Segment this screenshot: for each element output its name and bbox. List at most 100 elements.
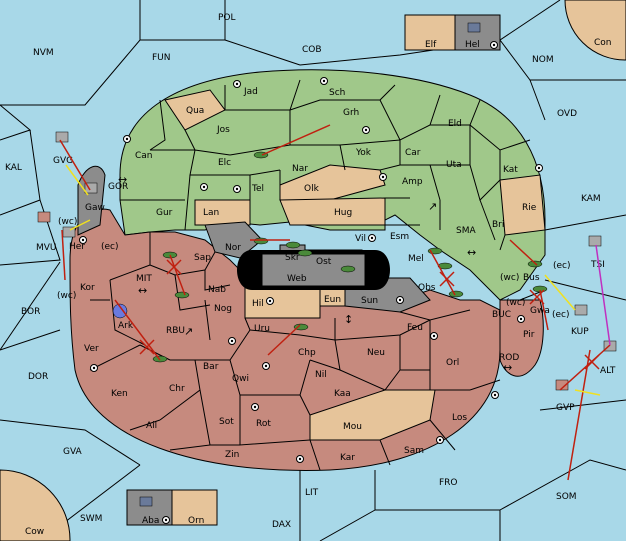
region-central-island[interactable] — [261, 253, 366, 287]
label-pol: POL — [218, 13, 236, 23]
label-kor: Kor — [80, 283, 95, 293]
army-unit-icon — [174, 291, 190, 299]
move-order-arrow — [169, 254, 186, 296]
label-gvg: GVG — [53, 156, 73, 166]
move-order-arrow — [559, 344, 611, 391]
label-elf: Elf — [425, 40, 437, 50]
move-order-arrow — [567, 349, 591, 481]
label-pir: Pir — [523, 330, 535, 340]
army-unit-icon — [112, 303, 128, 319]
label-esm: Esm — [390, 232, 409, 242]
fleet-unit-icon — [555, 379, 569, 391]
label-kam: KAM — [581, 194, 601, 204]
move-order-arrow — [509, 239, 538, 266]
region-orn[interactable] — [171, 489, 218, 526]
supply-center — [296, 455, 304, 463]
label-sam: Sam — [404, 446, 424, 456]
orders — [59, 124, 611, 481]
fleet-unit-icon — [588, 235, 602, 247]
label-wc2: (wc) — [500, 273, 519, 283]
label-car: Car — [405, 148, 421, 158]
label-eld: Eld — [448, 119, 462, 129]
label-feu: Feu — [407, 323, 423, 333]
label-nor: Nor — [225, 243, 241, 253]
label-mou: Mou — [343, 422, 362, 432]
label-orn: Orn — [188, 516, 204, 526]
label-los: Los — [452, 413, 467, 423]
label-bor: BOR — [21, 307, 40, 317]
region-rie[interactable] — [499, 174, 546, 236]
label-qwi: Qwi — [232, 374, 249, 384]
label-wc1: (wc) — [58, 217, 77, 227]
double-arrow-icon: ↕ — [344, 313, 353, 326]
move-order-arrow — [61, 229, 66, 281]
supply-center — [490, 41, 498, 49]
label-ver: Ver — [84, 344, 99, 354]
fleet-unit-icon — [62, 226, 76, 238]
label-ec3: (ec) — [552, 310, 570, 320]
label-gwa: Gwa — [530, 306, 550, 316]
label-ovd: OVD — [557, 109, 577, 119]
label-lit: LIT — [305, 488, 319, 498]
label-amp: Amp — [402, 177, 423, 187]
label-wc3: (wc) — [57, 291, 76, 301]
supply-center — [233, 185, 241, 193]
army-unit-icon — [340, 265, 356, 273]
units — [37, 22, 617, 507]
supply-center — [90, 364, 98, 372]
label-her: Her — [69, 242, 85, 252]
label-hil: Hil — [252, 299, 264, 309]
supply-centers — [79, 41, 543, 524]
supply-center — [79, 236, 87, 244]
fleet-unit-icon — [139, 496, 153, 507]
label-sch: Sch — [329, 88, 345, 98]
region-nor[interactable] — [204, 221, 263, 259]
supply-center — [368, 234, 376, 242]
supply-center — [535, 164, 543, 172]
region-hug[interactable] — [279, 197, 386, 226]
label-yok: Yok — [355, 148, 372, 158]
label-grh: Grh — [343, 108, 359, 118]
fleet-unit-icon — [37, 211, 51, 223]
label-con: Con — [594, 38, 612, 48]
label-ark: Ark — [118, 321, 134, 331]
label-gor: GOR — [108, 182, 128, 192]
province-borders — [89, 79, 546, 471]
label-gva: GVA — [63, 447, 83, 457]
label-gaw: Gaw — [85, 203, 105, 213]
move-order-arrow — [261, 124, 331, 156]
label-ec2: (ec) — [101, 242, 119, 252]
label-bar: Bar — [203, 362, 219, 372]
supply-center — [436, 436, 444, 444]
region-con[interactable] — [564, 0, 626, 61]
label-ost: Ost — [316, 257, 332, 267]
label-swm: SWM — [80, 514, 102, 524]
double-arrow-icon: ↔ — [467, 246, 476, 259]
label-sap: Sap — [194, 253, 211, 263]
army-unit-icon — [437, 262, 453, 270]
label-nil: Nil — [315, 370, 327, 380]
army-unit-icon — [293, 323, 309, 331]
supply-center — [379, 173, 387, 181]
label-kup: KUP — [571, 327, 589, 337]
supply-center — [162, 516, 170, 524]
army-unit-icon — [297, 249, 313, 257]
move-order-arrow — [59, 139, 91, 191]
label-mvu: MVU — [36, 243, 57, 253]
label-nvm: NVM — [33, 48, 54, 58]
region-east-tip[interactable] — [499, 299, 544, 377]
label-aba: Aba — [142, 516, 159, 526]
supply-center — [491, 391, 499, 399]
label-hug: Hug — [334, 208, 352, 218]
army-unit-icon — [448, 290, 464, 298]
label-kaa: Kaa — [334, 389, 351, 399]
move-order-arrow — [429, 249, 456, 296]
label-ec1: (ec) — [553, 261, 571, 271]
supply-center — [266, 297, 274, 305]
region-lan[interactable] — [194, 199, 251, 226]
region-cow[interactable] — [0, 469, 71, 541]
label-gur: Gur — [156, 208, 173, 218]
move-order-arrow — [539, 289, 549, 331]
label-alt: ALT — [600, 366, 616, 376]
